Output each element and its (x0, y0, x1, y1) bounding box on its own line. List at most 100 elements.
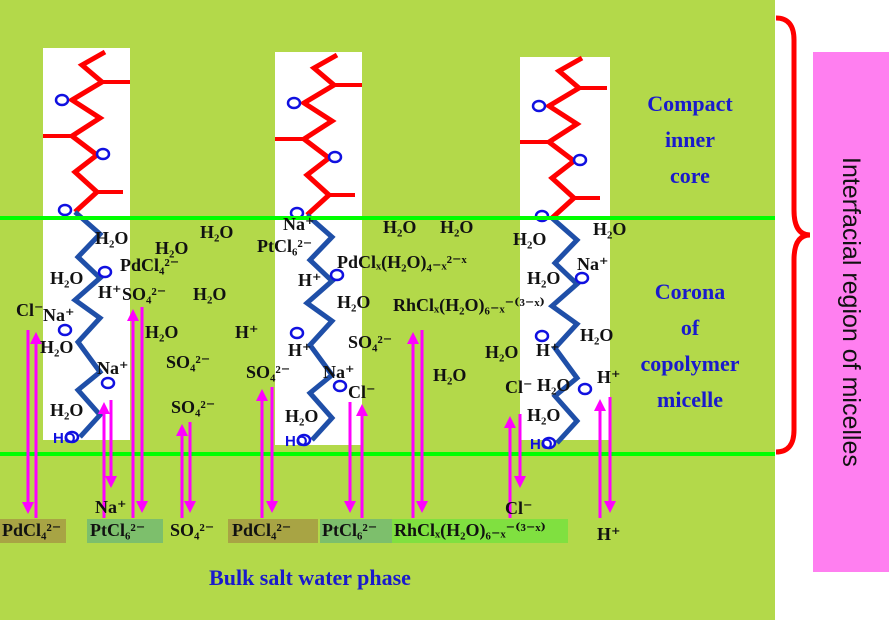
corona-species-label: H₂O (95, 228, 129, 248)
bulk-species-label: PdCl₄²⁻ (232, 520, 292, 540)
bulk-species-label: PtCl₆²⁻ (90, 520, 146, 540)
oxygen-circle-icon (572, 153, 588, 167)
interfacial-region-label: Interfacial region of micelles (837, 157, 865, 467)
bulk-species-label: H⁺ (597, 524, 621, 544)
corona-species-label: H⁺ (235, 322, 259, 342)
interfacial-region-box: Interfacial region of micelles (813, 52, 889, 572)
corona-species-label: PdClₓ(H₂O)₄₋ₓ²⁻ˣ (337, 252, 467, 272)
corona-species-label: H₂O (145, 322, 179, 342)
corona-species-label: H₂O (485, 342, 519, 362)
bulk-phase-title: Bulk salt water phase (209, 565, 411, 590)
corona-species-label: H₂O (200, 222, 234, 242)
oxygen-circle-icon (577, 382, 593, 396)
oxygen-circle-icon (95, 147, 111, 161)
oxygen-circle-icon (534, 329, 550, 343)
oxygen-circle-icon (57, 323, 73, 337)
corona-species-label: SO₄²⁻ (166, 352, 211, 372)
corona-species-label: Na⁺ (283, 214, 315, 234)
hydroxyl-end-label: HO (53, 430, 76, 447)
corona-species-label: H₂O (50, 268, 84, 288)
rhcl-box (392, 519, 568, 543)
corona-title-line: Corona (654, 279, 726, 304)
corona-species-label: SO₄²⁻ (246, 362, 291, 382)
hydroxyl-end-label: HO (285, 433, 308, 450)
corona-species-label: Cl⁻ (348, 382, 376, 402)
corona-species-label: H₂O (40, 337, 74, 357)
bulk-species-label: PdCl₄²⁻ (2, 520, 62, 540)
oxygen-circle-icon (100, 376, 116, 390)
corona-species-label: H₂O (50, 400, 84, 420)
core-title-line: core (670, 163, 710, 188)
oxygen-circle-icon (332, 379, 348, 393)
micelle-column (520, 57, 610, 440)
ptcl6-box (320, 519, 392, 543)
corona-species-label: H₂O (433, 365, 467, 385)
corona-species-label: H⁺ (298, 270, 322, 290)
corona-title-line: micelle (657, 387, 723, 412)
core-title-line: Compact (647, 91, 733, 116)
pdcl4-box (228, 519, 318, 543)
corona-species-label: H₂O (193, 284, 227, 304)
core-chain (67, 49, 107, 214)
oxygen-circle-icon (574, 271, 590, 285)
corona-species-label: Na⁺ (43, 305, 75, 325)
core-title-line: inner (664, 127, 716, 152)
core-title: Compact inner core (620, 86, 760, 194)
oxygen-circle-icon (64, 430, 80, 444)
corona-species-label: H⁺ (536, 340, 560, 360)
oxygen-circle-icon (286, 96, 302, 110)
corona-species-label: RhClₓ(H₂O)₆₋ₓ⁻⁽³⁻ˣ⁾ (393, 295, 545, 315)
corona-species-label: PdCl₄²⁻ (120, 255, 180, 275)
ptcl6-box (87, 519, 163, 543)
oxygen-circle-icon (57, 203, 73, 217)
oxygen-circle-icon (541, 436, 557, 450)
corona-chain (70, 210, 104, 439)
interfacial-bracket (775, 15, 811, 455)
corona-species-label: PtCl₆²⁻ (257, 236, 313, 256)
corona-species-label: H₂O (537, 375, 571, 395)
oxygen-circle-icon (296, 433, 312, 447)
corona-chain (547, 216, 581, 445)
oxygen-circle-icon (531, 99, 547, 113)
core-chain (299, 52, 339, 217)
corona-title: Corona of copolymer micelle (620, 274, 760, 418)
corona-species-label: H⁺ (288, 340, 312, 360)
oxygen-circle-icon (54, 93, 70, 107)
oxygen-circle-icon (329, 268, 345, 282)
corona-species-label: H₂O (580, 325, 614, 345)
corona-species-label: Na⁺ (577, 254, 609, 274)
corona-species-label: H₂O (285, 406, 319, 426)
corona-chain (302, 213, 336, 442)
corona-species-label: H₂O (527, 405, 561, 425)
corona-species-label: H₂O (337, 292, 371, 312)
corona-species-label: H⁺ (98, 282, 122, 302)
oxygen-circle-icon (327, 150, 343, 164)
corona-species-label: H₂O (593, 219, 627, 239)
corona-species-label: H₂O (440, 217, 474, 237)
bulk-species-label: PtCl₆²⁻ (322, 520, 378, 540)
corona-species-label: Na⁺ (97, 358, 129, 378)
bulk-species-label: Cl⁻ (505, 498, 533, 518)
pdcl4-box (0, 519, 66, 543)
corona-species-label: SO₄²⁻ (171, 397, 216, 417)
corona-species-label: H₂O (383, 217, 417, 237)
corona-species-label: H₂O (527, 268, 561, 288)
corona-species-label: H⁺ (597, 367, 621, 387)
corona-species-label: H₂O (155, 238, 189, 258)
corona-species-label: SO₄²⁻ (122, 284, 167, 304)
bulk-species-label: Na⁺ (95, 497, 127, 517)
corona-species-label: Na⁺ (323, 362, 355, 382)
bulk-species-label: SO₄²⁻ (170, 520, 215, 540)
corona-species-label: Cl⁻ (16, 300, 44, 320)
corona-species-label: H₂O (513, 229, 547, 249)
micelle-column (43, 48, 130, 440)
core-chain (544, 55, 584, 220)
corona-species-label: Cl⁻ (505, 377, 533, 397)
oxygen-circle-icon (289, 326, 305, 340)
hydroxyl-end-label: HO (530, 436, 553, 453)
corona-title-line: of (680, 315, 700, 340)
bulk-species-label: RhClₓ(H₂O)₆₋ₓ⁻⁽³⁻ˣ⁾ (394, 520, 546, 540)
oxygen-circle-icon (97, 265, 113, 279)
